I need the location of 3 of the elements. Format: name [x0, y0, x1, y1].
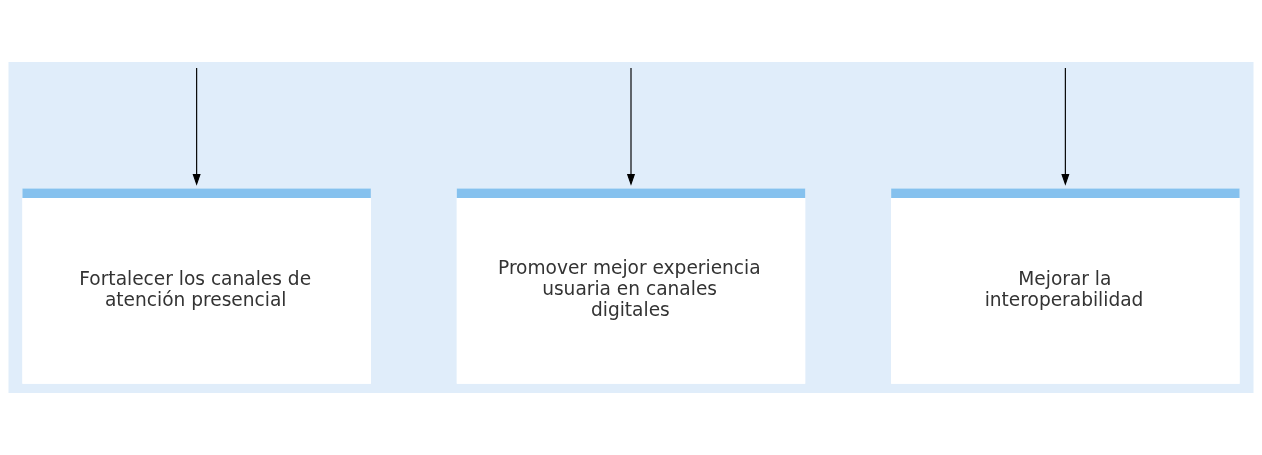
arrow	[626, 67, 636, 186]
arrow	[1061, 67, 1070, 186]
arrow	[192, 67, 201, 186]
